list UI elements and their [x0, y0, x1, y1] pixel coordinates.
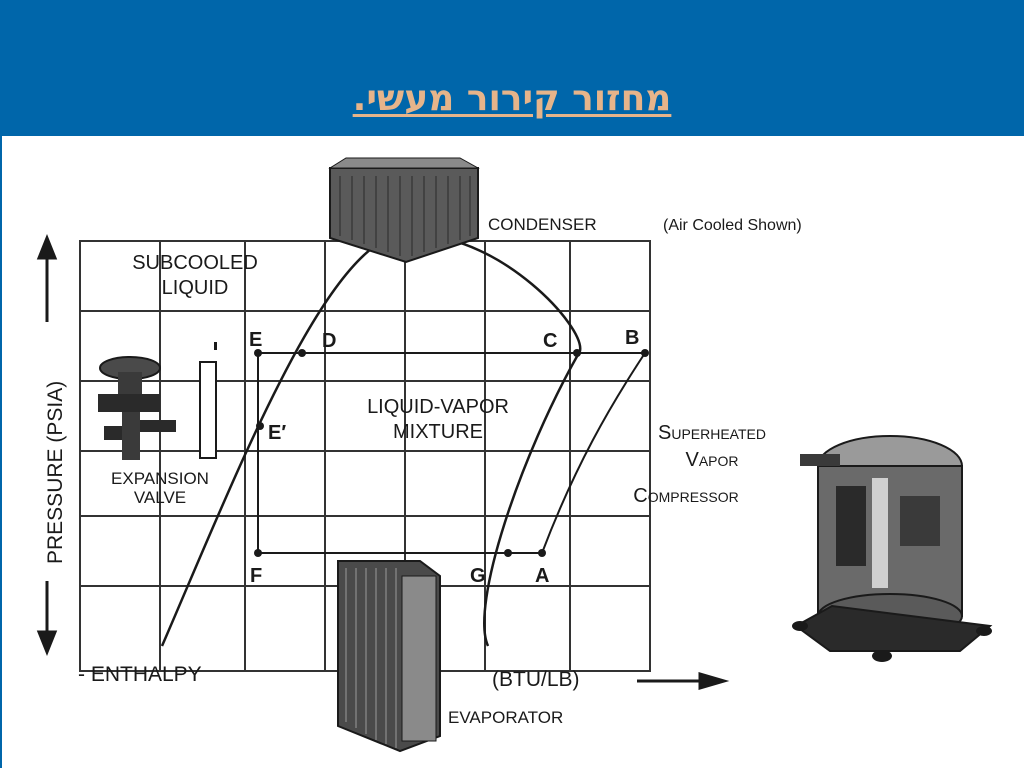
superheated-label-line1: Superheated [658, 422, 766, 444]
point-label-e-prime: E′ [268, 422, 286, 444]
point-label-f: F [250, 565, 262, 587]
compressor-label: Compressor [633, 485, 738, 507]
condenser-illustration [328, 157, 480, 264]
y-axis-label: PRESSURE (PSIA) [44, 381, 67, 564]
cycle-path [257, 352, 646, 554]
subcooled-label-line1: SUBCOOLED [132, 252, 258, 274]
superheated-label-line2: Vapor [685, 449, 738, 471]
x-axis-label-right: (BTU/LB) [492, 668, 580, 691]
point-label-d: D [322, 330, 336, 352]
condenser-label: CONDENSER [488, 215, 597, 234]
y-axis-arrow [36, 233, 58, 657]
evaporator-illustration [337, 560, 441, 753]
point-label-c: C [543, 330, 557, 352]
point-label-a: A [535, 565, 549, 587]
refrigeration-cycle-diagram: PRESSURE (PSIA) E D C B E′ F G A SUBCOOL… [36, 157, 993, 753]
cycle-points [254, 349, 649, 557]
slide-header [0, 0, 1024, 136]
point-label-b: B [625, 327, 639, 349]
expansion-valve-label-line1: EXPANSION [111, 469, 209, 488]
mixture-label-line1: LIQUID-VAPOR [367, 396, 509, 418]
compressor-illustration [792, 435, 993, 662]
point-label-e: E [249, 329, 262, 351]
expansion-valve-label-line2: VALVE [134, 488, 186, 507]
slide-title: מחזור קירור מעשי. [352, 78, 672, 119]
slide-frame [0, 136, 2, 768]
x-axis-label-left: - ENTHALPY [78, 663, 202, 686]
evaporator-label: EVAPORATOR [448, 708, 563, 727]
condenser-note: (Air Cooled Shown) [663, 217, 802, 234]
expansion-valve-illustration [98, 342, 217, 460]
x-axis-arrow [637, 672, 730, 690]
subcooled-label-line2: LIQUID [162, 277, 229, 299]
mixture-label-line2: MIXTURE [393, 421, 483, 443]
saturation-dome [160, 232, 582, 647]
point-label-g: G [470, 565, 486, 587]
